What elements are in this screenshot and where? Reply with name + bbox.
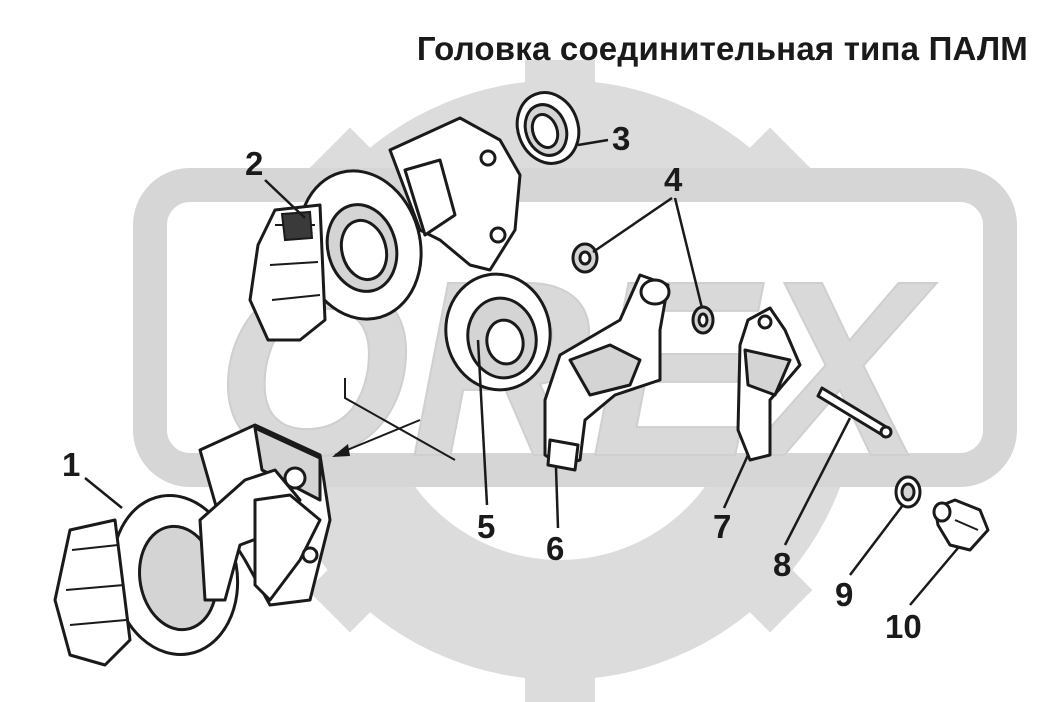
part-8-pin <box>816 386 893 439</box>
callout-6: 6 <box>546 530 565 567</box>
part-5-seal-disc <box>444 272 552 392</box>
callout-10: 10 <box>885 608 922 645</box>
part-9-ring <box>894 475 922 509</box>
callout-7: 7 <box>713 508 732 545</box>
part-7-latch <box>736 306 802 462</box>
part-2-housing <box>248 116 522 342</box>
part-1-coupling-head <box>53 423 332 667</box>
part-6-lever <box>543 273 671 472</box>
callout-9: 9 <box>835 576 854 613</box>
callout-1: 1 <box>62 446 81 483</box>
assembly-arrow <box>332 378 456 461</box>
diagram-title: Головка соединительная типа ПАЛМ <box>416 30 1028 67</box>
callout-3: 3 <box>612 120 631 157</box>
leader-lines <box>84 138 959 606</box>
part-10-bolt <box>932 498 990 552</box>
callout-5: 5 <box>477 508 496 545</box>
callout-2: 2 <box>245 145 264 182</box>
orex-watermark: OREX <box>133 60 1017 702</box>
part-4-washers <box>571 242 715 335</box>
callout-4: 4 <box>664 161 683 198</box>
part-3-seal-ring <box>515 91 581 165</box>
callout-8: 8 <box>773 546 792 583</box>
